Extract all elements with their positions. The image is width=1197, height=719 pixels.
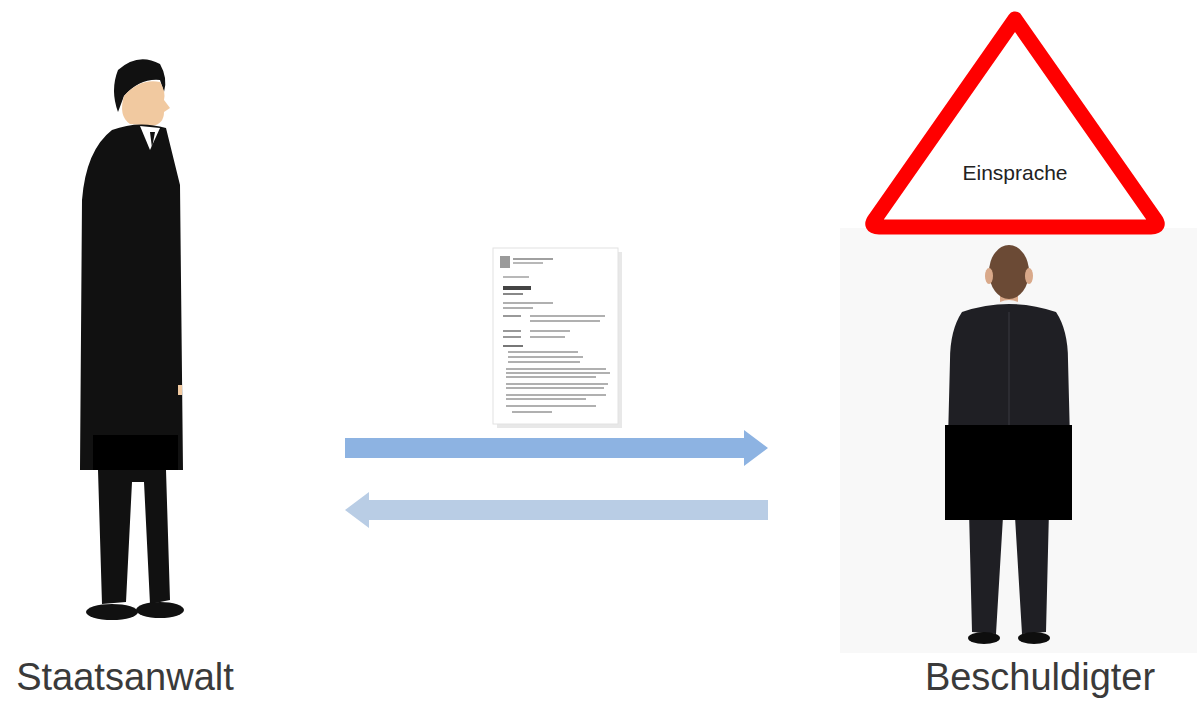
prosecutor-figure bbox=[80, 59, 184, 620]
role-label: Staatsanwalt bbox=[0, 655, 250, 701]
prosecutor-node: Staatsanwalt bbox=[0, 55, 345, 719]
accused-node: Beschuldigter bbox=[768, 240, 1197, 719]
triangle-outline bbox=[865, 5, 1165, 235]
warning-text: Einsprache bbox=[865, 160, 1165, 185]
document-sheet bbox=[493, 248, 622, 428]
role-label: Beschuldigter bbox=[883, 655, 1197, 701]
forward-arrow bbox=[345, 430, 768, 466]
warning-triangle: Einsprache bbox=[865, 5, 1165, 235]
return-arrow bbox=[345, 492, 768, 528]
accused-photo bbox=[840, 228, 1197, 653]
triangle-border bbox=[873, 19, 1158, 227]
